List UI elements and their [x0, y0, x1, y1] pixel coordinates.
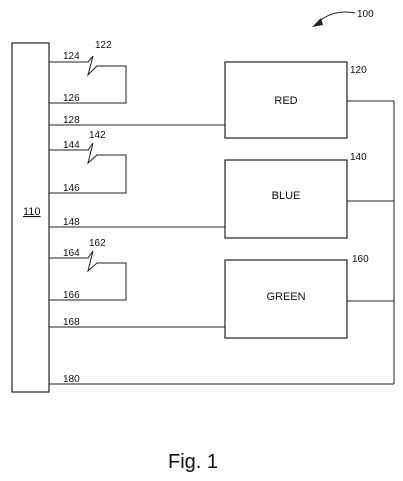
figure-caption: Fig. 1	[168, 451, 218, 473]
box-blue-label: BLUE	[272, 190, 301, 202]
line-label-146: 146	[63, 183, 80, 194]
line-label-142: 142	[89, 130, 106, 141]
loop-144-146	[49, 142, 127, 194]
green-group: 164 162 166 168 GREEN 160	[49, 238, 394, 339]
blue-group: 144 142 146 148 BLUE 140	[49, 130, 394, 239]
box-blue-ref: 140	[350, 152, 367, 163]
main-block	[11, 42, 50, 393]
box-blue	[224, 159, 348, 239]
line-label-126: 126	[63, 93, 80, 104]
box-green-label: GREEN	[266, 291, 305, 303]
line-label-180: 180	[63, 374, 80, 385]
line-label-166: 166	[63, 290, 80, 301]
line-label-128: 128	[63, 115, 80, 126]
box-green-ref: 160	[352, 254, 369, 265]
loop-164-166	[49, 250, 127, 301]
line-label-164: 164	[63, 248, 80, 259]
figure-ref-arrow-head	[312, 18, 323, 27]
main-block-label: 110	[23, 206, 41, 218]
box-red-ref: 120	[350, 65, 367, 76]
line-label-168: 168	[63, 317, 80, 328]
figure-ref-arrow-line	[317, 11, 356, 23]
red-group: 124 122 126 128 RED 120	[49, 40, 394, 139]
line-label-148: 148	[63, 217, 80, 228]
figure-ref-group: 100	[312, 9, 374, 27]
box-red-label: RED	[274, 95, 297, 107]
line-label-162: 162	[89, 238, 106, 249]
line-label-122: 122	[95, 40, 112, 51]
loop-124-126	[49, 55, 127, 104]
box-red	[224, 61, 348, 139]
box-green	[224, 259, 348, 339]
line-label-144: 144	[63, 140, 80, 151]
figure-ref-label: 100	[357, 9, 374, 20]
line-label-124: 124	[63, 51, 80, 62]
